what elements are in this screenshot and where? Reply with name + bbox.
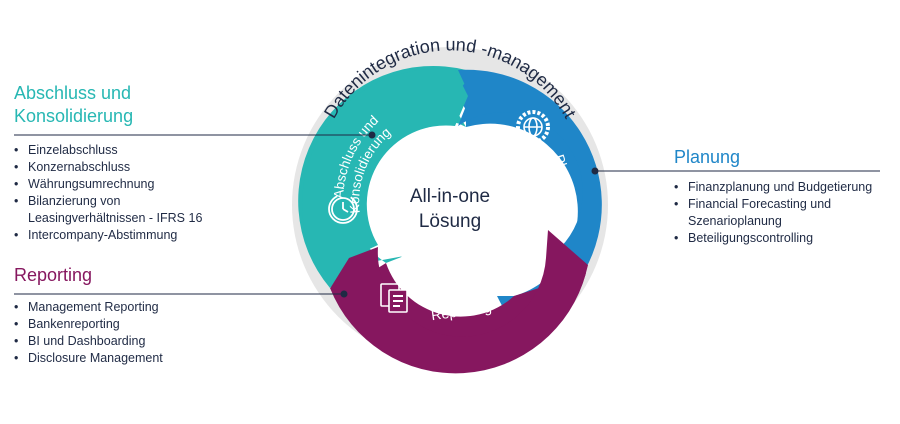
clock-icon	[328, 194, 358, 224]
section-abschluss-title-line1: Abschluss und	[14, 83, 132, 103]
documents-icon	[380, 283, 408, 313]
section-reporting-list: Management Reporting Bankenreporting BI …	[14, 299, 163, 367]
center-disc	[379, 134, 521, 276]
list-item: Finanzplanung und Budgetierung	[674, 179, 872, 196]
list-item: Financial Forecasting und	[674, 196, 872, 213]
center-label-line1: All-in-one	[409, 186, 491, 207]
list-item: Bilanzierung von	[14, 193, 202, 210]
segment-reporting-arc	[331, 230, 588, 372]
list-item: Management Reporting	[14, 299, 163, 316]
list-item-continuation: Szenarioplanung	[688, 214, 782, 228]
list-item: Einzelabschluss	[14, 142, 202, 159]
list-item-continuation: Leasingverhältnissen - IFRS 16	[28, 211, 203, 225]
section-planung-list: Finanzplanung und Budgetierung Financial…	[674, 179, 872, 247]
connector-reporting-dot	[340, 290, 348, 298]
connector-planung-dot	[591, 167, 599, 175]
list-item: Beteiligungscontrolling	[674, 230, 872, 247]
connector-abschluss-dot	[368, 131, 376, 139]
section-abschluss-list: Einzelabschluss Konzernabschluss Währung…	[14, 142, 202, 244]
list-item: Disclosure Management	[14, 350, 163, 367]
section-reporting-title: Reporting	[14, 265, 93, 285]
section-planung-title: Planung	[674, 147, 741, 167]
list-item: Währungsumrechnung	[14, 176, 202, 193]
list-item: Intercompany-Abstimmung	[14, 227, 202, 244]
list-item: Bankenreporting	[14, 316, 163, 333]
segment-planung-arc	[458, 69, 602, 270]
center-label-line2: Lösung	[418, 211, 482, 232]
gear-globe-icon	[516, 110, 550, 144]
section-abschluss-title: Abschluss und Konsolidierung	[14, 82, 133, 128]
segment-abschluss-arc	[302, 68, 468, 286]
list-item: BI und Dashboarding	[14, 333, 163, 350]
section-abschluss-title-line2: Konsolidierung	[14, 106, 134, 126]
center-label: All-in-one Lösung	[380, 184, 520, 234]
segment-planung[interactable]	[450, 70, 585, 337]
list-item: Konzernabschluss	[14, 159, 202, 176]
